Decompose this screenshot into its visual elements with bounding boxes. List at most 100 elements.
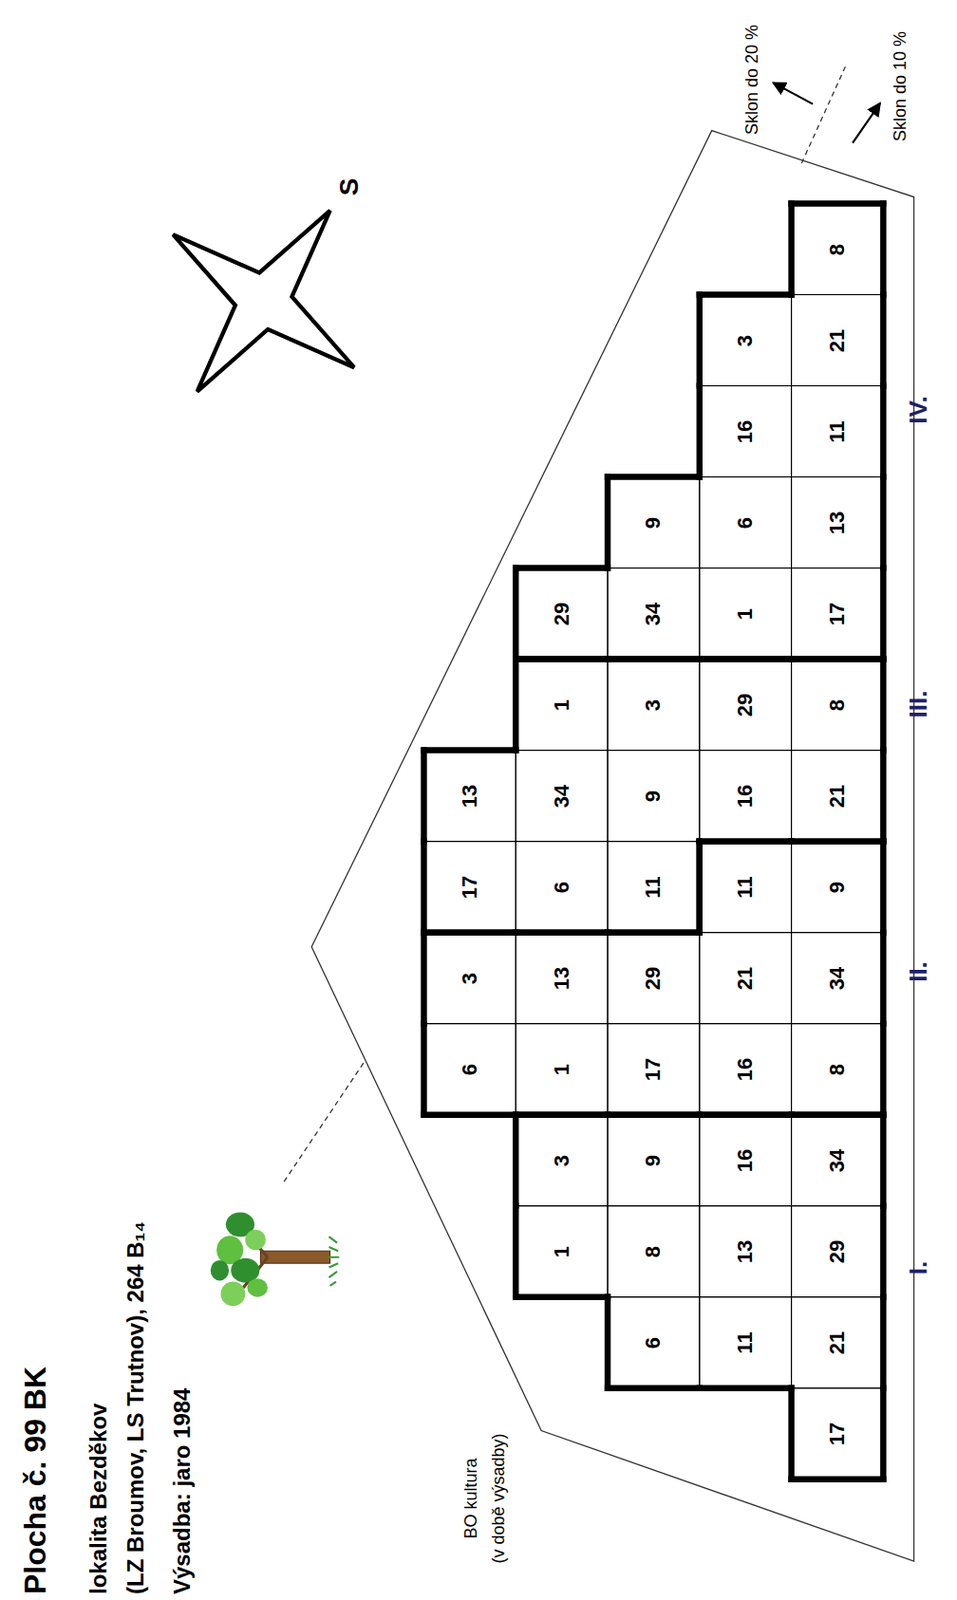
grid-cell [791, 1115, 884, 1207]
cell-number: 16 [733, 785, 758, 808]
block-border [607, 656, 700, 662]
block-border [515, 929, 608, 936]
cell-number: 8 [825, 699, 849, 712]
block-border [791, 1111, 884, 1118]
block-border [607, 1111, 700, 1118]
cell-number: 8 [641, 1246, 666, 1258]
grid-cell [699, 294, 792, 386]
slope-arrow [772, 82, 813, 105]
grid-cell [791, 659, 884, 751]
dashed-line [283, 1061, 365, 1183]
block-border [607, 1385, 700, 1391]
block-border [420, 1024, 427, 1116]
block-border [880, 1206, 886, 1298]
grid-cell [515, 568, 608, 660]
block-border [696, 842, 703, 934]
block-border [791, 1111, 884, 1118]
cell-number: 9 [641, 1155, 666, 1167]
grid-cell [791, 1206, 884, 1298]
cell-number: 6 [733, 517, 758, 529]
grid-cell [423, 1024, 516, 1116]
cell-number: 8 [825, 243, 849, 255]
grid-cell [515, 842, 608, 934]
cell-number: 11 [641, 876, 666, 899]
block-border [423, 929, 516, 936]
grid-cell [515, 933, 608, 1025]
block-border [696, 294, 703, 386]
block-border [880, 294, 886, 386]
cell-number: 13 [825, 511, 849, 535]
grid-cell [699, 750, 792, 843]
cell-number: 21 [825, 1332, 849, 1355]
cell-number: 9 [641, 790, 666, 803]
slope-label: Sklon do 20 % [741, 24, 762, 135]
block-border [788, 203, 794, 295]
block-border [791, 656, 884, 662]
grid-cell [791, 203, 884, 295]
grid-cell [607, 659, 700, 751]
block-border [880, 1115, 886, 1207]
block-border [880, 1388, 886, 1481]
block-border [423, 929, 516, 936]
cell-number: 34 [825, 967, 849, 991]
cell-number: 29 [825, 1240, 849, 1264]
block-border [791, 838, 884, 845]
block-border [512, 568, 519, 660]
site-info: (LZ Broumov, LS Trutnov), 264 B₁₄ [122, 1221, 150, 1595]
cell-number: 6 [641, 1337, 666, 1350]
grid-cell [699, 386, 792, 478]
cell-number: 1 [549, 1064, 574, 1076]
cell-number: 6 [457, 1064, 482, 1076]
block-border [696, 386, 703, 478]
block-border [607, 1111, 700, 1118]
cell-number: 29 [641, 967, 666, 991]
grid-cell [607, 842, 700, 934]
cell-number: 17 [457, 876, 482, 900]
cell-number: 21 [733, 967, 758, 991]
grid-cell [607, 933, 700, 1025]
grid-cell [607, 568, 700, 660]
cell-number: 8 [825, 1064, 849, 1076]
block-border [423, 1111, 516, 1118]
grid-cell [699, 1297, 792, 1389]
grid-cell [607, 1297, 700, 1389]
dashed-line [801, 66, 845, 164]
site-info: Výsadba: jaro 1984 [168, 1388, 196, 1595]
cell-number: 3 [641, 699, 666, 712]
block-border [699, 838, 792, 845]
block-border [515, 929, 608, 936]
block-border [791, 200, 884, 207]
cell-number: 17 [641, 1058, 666, 1082]
cell-number: 9 [641, 517, 666, 529]
grid-cell [699, 659, 792, 751]
block-border [699, 838, 792, 845]
grid-cell [515, 659, 608, 751]
block-border [515, 1294, 608, 1300]
cell-number: 13 [457, 785, 482, 808]
cell-number: 1 [549, 1246, 574, 1258]
grid-cell [699, 1115, 792, 1207]
block-border [604, 477, 611, 569]
slope-label: Sklon do 10 % [889, 31, 910, 142]
cell-number: 1 [549, 699, 574, 712]
compass-letter: S [334, 178, 365, 197]
grid-cell [423, 933, 516, 1025]
block-border [880, 933, 886, 1025]
block-border [515, 656, 608, 662]
block-border [607, 929, 700, 936]
cell-number: 34 [825, 1149, 849, 1173]
cell-number: 13 [733, 1240, 758, 1264]
grid-cell [699, 842, 792, 934]
grid-cell [791, 1297, 884, 1389]
block-border [880, 1297, 886, 1389]
block-border [696, 842, 703, 934]
grid-cell [791, 386, 884, 478]
block-border [420, 750, 427, 843]
grid-cell [791, 294, 884, 386]
grid-cell [699, 568, 792, 660]
cell-number: 11 [825, 420, 849, 443]
cell-number: 11 [733, 876, 758, 899]
block-border [515, 656, 608, 662]
block-border [699, 1111, 792, 1118]
compass-star [172, 210, 355, 393]
